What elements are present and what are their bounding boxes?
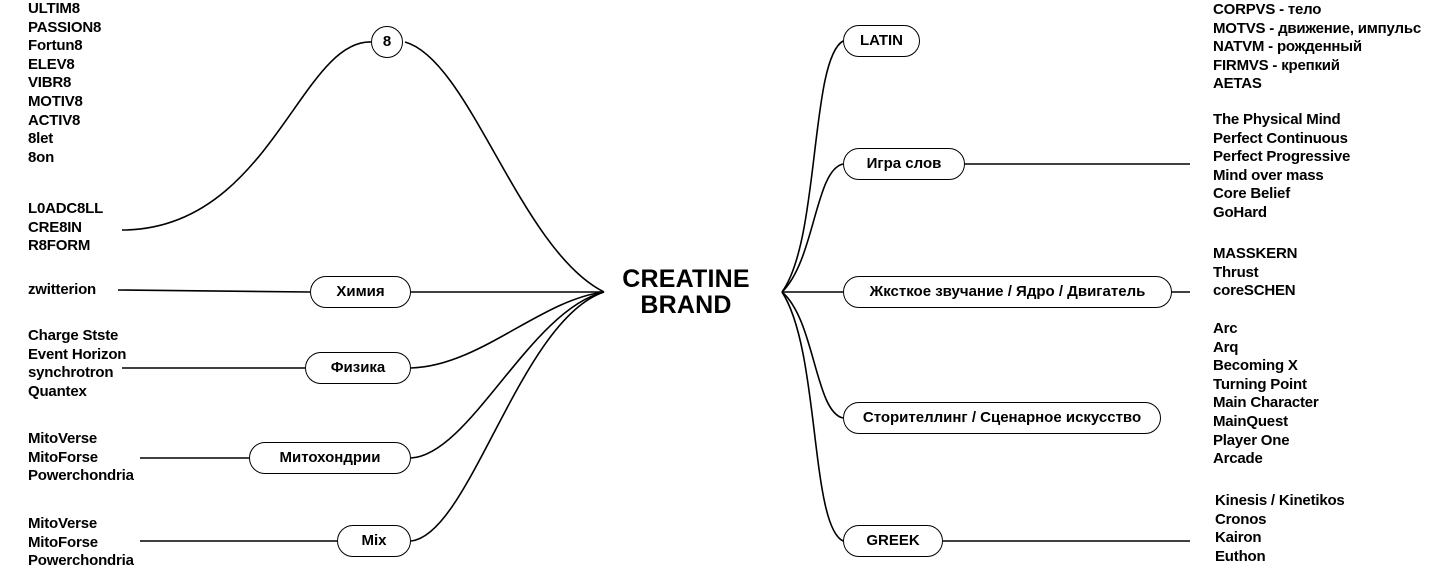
list-mix: MitoVerse MitoForse Powerchondria: [28, 515, 134, 570]
central-title-line2: BRAND: [640, 291, 732, 319]
list-item: Becoming X: [1213, 357, 1298, 375]
central-title-line1: CREATINE: [622, 265, 750, 293]
central-title: CREATINE BRAND: [596, 266, 776, 318]
list-item: CRE8IN: [28, 218, 82, 236]
list-item: PASSION8: [28, 18, 102, 36]
list-item: NATVM - рожденный: [1213, 38, 1362, 56]
list-item: 8on: [28, 148, 55, 166]
list-item: coreSCHEN: [1213, 282, 1296, 300]
list-item: Powerchondria: [28, 552, 134, 570]
list-item: Perfect Continuous: [1213, 129, 1348, 147]
list-item: MainQuest: [1213, 412, 1288, 430]
list-item: Core Belief: [1213, 185, 1290, 203]
link-center-to-node-mix: [410, 291, 605, 542]
list-item: MitoForse: [28, 533, 98, 551]
list-greek: Kinesis / Kinetikos Cronos Kairon Euthon: [1215, 492, 1345, 566]
node-wordplay: Игра слов: [843, 148, 965, 180]
node-greek: GREEK: [843, 525, 943, 557]
list-item: MOTVS - движение, импульс: [1213, 19, 1421, 37]
list-item: Turning Point: [1213, 375, 1307, 393]
list-latin: CORPVS - тело MOTVS - движение, импульс …: [1213, 1, 1421, 94]
list-item: Mind over mass: [1213, 166, 1324, 184]
link-node-8-to-list: [121, 41, 372, 231]
list-item: Euthon: [1215, 547, 1266, 565]
node-storytelling: Сторителлинг / Сценарное искусство: [843, 402, 1161, 434]
list-item: Thrust: [1213, 263, 1259, 281]
list-item: Event Horizon: [28, 345, 127, 363]
list-item: R8FORM: [28, 237, 91, 255]
list-item: Charge Stste: [28, 327, 119, 344]
list-item: MitoVerse: [28, 515, 98, 532]
list-item: The Physical Mind: [1213, 111, 1341, 128]
list-item: ELEV8: [28, 55, 75, 73]
link-center-to-node-storytelling: [781, 291, 844, 419]
node-hard-sound: Жксткое звучание / Ядро / Двигатель: [843, 276, 1172, 308]
list-item: VIBR8: [28, 74, 72, 92]
node-physics: Физика: [305, 352, 411, 384]
list-item: MitoVerse: [28, 430, 98, 447]
list-item: Arcade: [1213, 450, 1263, 468]
list-storytelling: Arc Arq Becoming X Turning Point Main Ch…: [1213, 320, 1319, 469]
list-item: CORPVS - тело: [1213, 1, 1322, 18]
list-8-group-2: L0ADC8LL CRE8IN R8FORM: [28, 200, 103, 256]
list-item: Powerchondria: [28, 467, 134, 485]
list-item: Arq: [1213, 338, 1239, 356]
list-physics: Charge Stste Event Horizon synchrotron Q…: [28, 327, 126, 401]
node-latin: LATIN: [843, 25, 920, 57]
list-mitochondria: MitoVerse MitoForse Powerchondria: [28, 430, 134, 486]
link-center-to-node-wordplay: [781, 163, 844, 293]
link-chemistry-to-list: [117, 289, 311, 293]
list-item: Perfect Progressive: [1213, 148, 1351, 166]
list-item: Cronos: [1215, 510, 1267, 528]
list-item: MitoForse: [28, 448, 98, 466]
link-center-to-node-8: [404, 41, 605, 293]
list-item: Arc: [1213, 320, 1238, 337]
list-item: ACTIV8: [28, 111, 81, 129]
link-center-to-node-mitochondria: [410, 291, 605, 459]
list-item: zwitterion: [28, 281, 96, 298]
list-item: GoHard: [1213, 203, 1267, 221]
node-mitochondria: Митохондрии: [249, 442, 411, 474]
node-chemistry: Химия: [310, 276, 411, 308]
list-item: Main Character: [1213, 394, 1319, 412]
link-center-to-node-greek: [781, 291, 844, 542]
link-center-to-node-physics: [410, 291, 605, 369]
list-item: MOTIV8: [28, 92, 83, 110]
list-item: MASSKERN: [1213, 245, 1298, 262]
list-item: L0ADC8LL: [28, 200, 104, 217]
list-chemistry: zwitterion: [28, 281, 96, 300]
list-item: FIRMVS - крепкий: [1213, 56, 1340, 74]
list-item: Kinesis / Kinetikos: [1215, 492, 1345, 509]
list-item: AETAS: [1213, 75, 1262, 93]
list-item: synchrotron: [28, 364, 114, 382]
node-mix: Mix: [337, 525, 411, 557]
list-8-group-1: ULTIM8 PASSION8 Fortun8 ELEV8 VIBR8 MOTI…: [28, 0, 101, 167]
list-item: 8let: [28, 130, 54, 148]
list-item: Kairon: [1215, 529, 1262, 547]
list-item: Quantex: [28, 382, 87, 400]
list-item: Fortun8: [28, 37, 83, 55]
list-item: Player One: [1213, 431, 1290, 449]
list-wordplay: The Physical Mind Perfect Continuous Per…: [1213, 111, 1350, 223]
node-8: 8: [371, 26, 403, 58]
list-hard-sound: MASSKERN Thrust coreSCHEN: [1213, 245, 1297, 301]
link-center-to-node-latin: [781, 40, 844, 293]
list-item: ULTIM8: [28, 0, 80, 17]
